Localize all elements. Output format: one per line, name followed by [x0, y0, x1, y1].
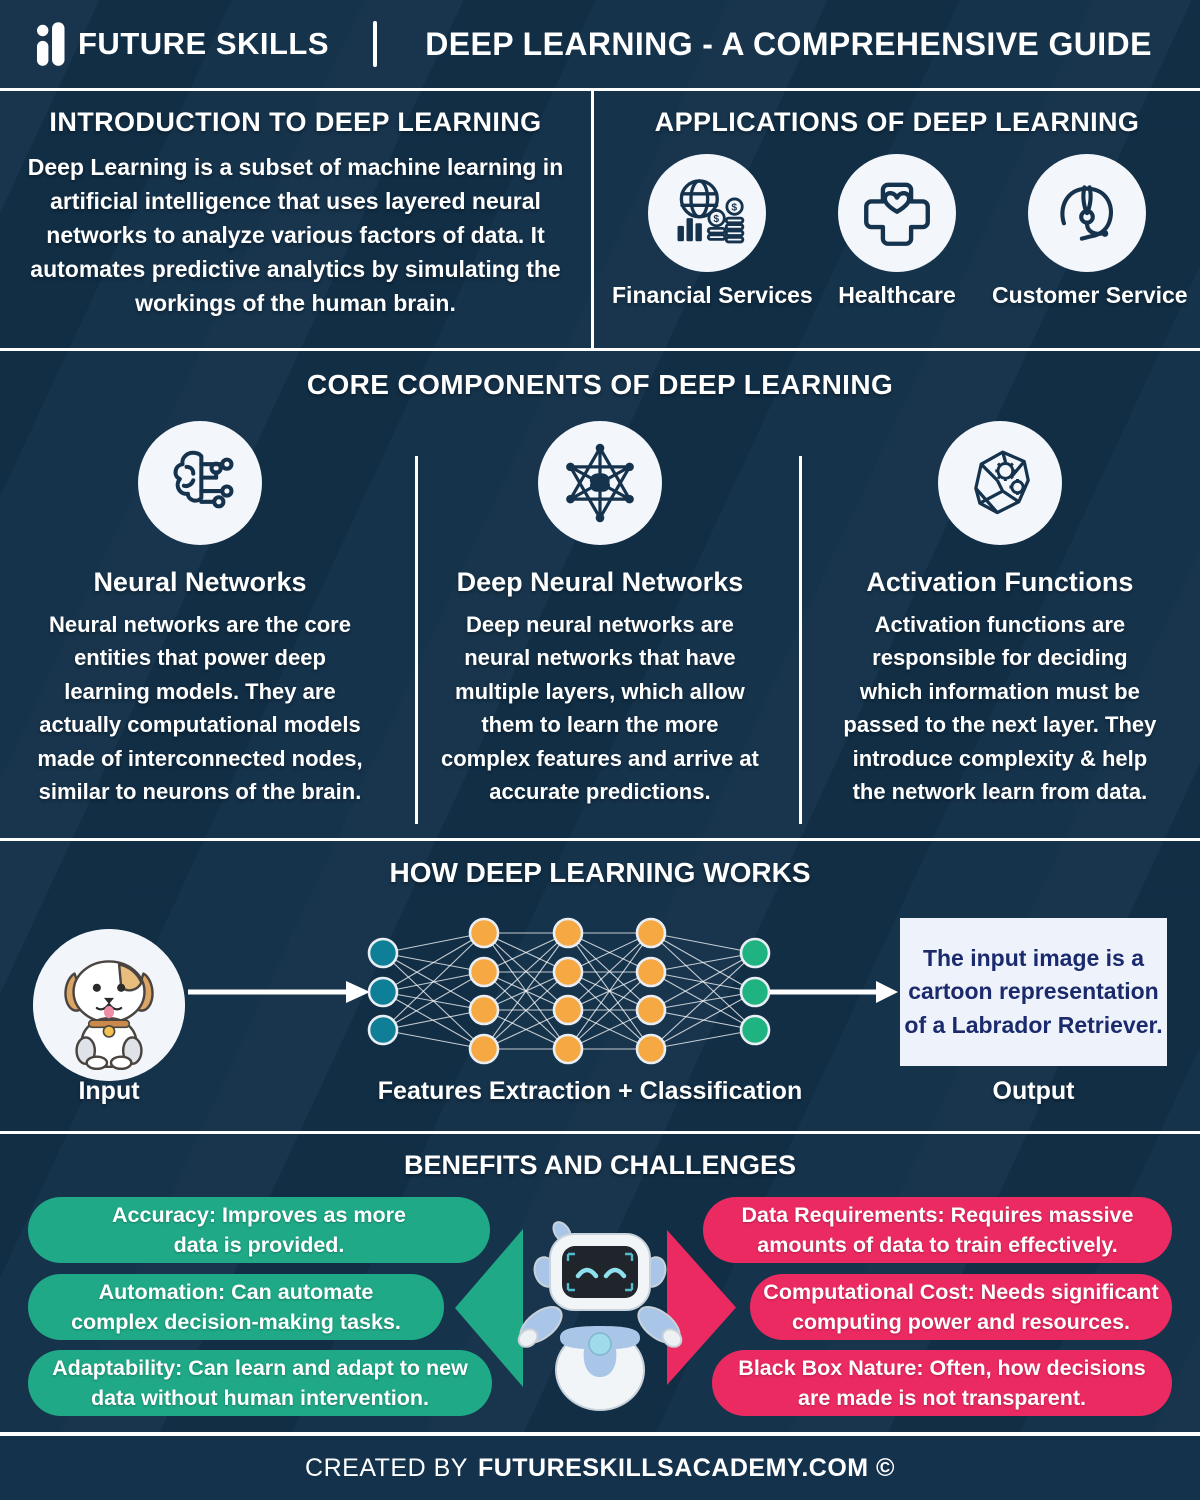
output-box: The input image is a cartoon representat… [900, 918, 1167, 1066]
core-column-activation-functions: Activation Functions Activation function… [800, 421, 1200, 809]
friendly-robot-icon [508, 1220, 692, 1420]
input-label: Input [78, 1077, 140, 1105]
brand-name: FUTURE SKILLS [78, 26, 330, 61]
brain-circuit-icon [137, 421, 262, 545]
application-financial-services: $$ Financial Services [612, 154, 813, 309]
intro-apps-row: INTRODUCTION TO DEEP LEARNING Deep Learn… [0, 91, 1200, 351]
features-label: Features Extraction + Classification [377, 1077, 803, 1105]
brand: FUTURE SKILLS [34, 17, 329, 71]
application-healthcare: Healthcare [802, 154, 992, 309]
benefits-challenges-title: BENEFITS AND CHALLENGES [403, 1150, 796, 1180]
cartoon-puppy-icon [33, 929, 185, 1081]
neural-network-diagram [188, 917, 898, 1065]
column-divider [415, 456, 418, 824]
core-components-section: CORE COMPONENTS OF DEEP LEARNING Neural … [0, 351, 1200, 841]
finance-globe-coins-icon: $$ [648, 154, 766, 272]
intro-panel: INTRODUCTION TO DEEP LEARNING Deep Learn… [0, 91, 594, 348]
brain-gears-icon [937, 421, 1062, 545]
benefit-pill: Automation: Can automate complex decisio… [28, 1274, 444, 1340]
column-divider [799, 456, 802, 824]
benefit-pill: Accuracy: Improves as more data is provi… [28, 1197, 490, 1263]
application-label: Customer Service [992, 282, 1188, 308]
hexagram-network-icon [537, 421, 662, 545]
applications-icons-row: $$ Financial Services Healthcare [604, 154, 1190, 309]
header: FUTURE SKILLS DEEP LEARNING - A COMPREHE… [0, 0, 1200, 91]
benefits-challenges-section: BENEFITS AND CHALLENGES Accuracy: Improv… [0, 1134, 1200, 1432]
applications-panel: APPLICATIONS OF DEEP LEARNING [594, 91, 1200, 348]
intro-body: Deep Learning is a subset of machine lea… [27, 154, 564, 317]
svg-text:$: $ [713, 214, 719, 225]
application-label: Financial Services [612, 282, 813, 308]
how-it-works-section: HOW DEEP LEARNING WORKS [0, 841, 1200, 1134]
header-divider [373, 21, 378, 67]
bar-chart-logo-icon [34, 17, 68, 71]
medical-cross-heart-icon [838, 154, 956, 272]
footer-prefix: CREATED BY [305, 1453, 468, 1482]
core-columns: Neural Networks Neural networks are the … [0, 421, 1200, 809]
core-body: Neural networks are the core entities th… [37, 612, 363, 805]
core-title: CORE COMPONENTS OF DEEP LEARNING [306, 369, 894, 400]
intro-title: INTRODUCTION TO DEEP LEARNING [49, 107, 542, 137]
application-customer-service: Customer Service [992, 154, 1188, 309]
svg-text:$: $ [731, 202, 737, 213]
how-title: HOW DEEP LEARNING WORKS [389, 857, 811, 888]
applications-title: APPLICATIONS OF DEEP LEARNING [654, 107, 1140, 137]
page-title: DEEP LEARNING - A COMPREHENSIVE GUIDE [425, 25, 1152, 62]
challenge-pill: Black Box Nature: Often, how decisions a… [712, 1350, 1172, 1416]
core-heading: Deep Neural Networks [456, 567, 744, 597]
headset-agent-icon [1028, 154, 1146, 272]
core-body: Deep neural networks are neural networks… [440, 612, 759, 805]
application-label: Healthcare [838, 282, 956, 308]
core-body: Activation functions are responsible for… [843, 612, 1157, 805]
challenge-pill: Computational Cost: Needs significant co… [750, 1274, 1172, 1340]
core-heading: Neural Networks [93, 567, 307, 597]
footer-brand: FUTURESKILLSACADEMY.COM © [477, 1453, 895, 1482]
core-column-neural-networks: Neural Networks Neural networks are the … [0, 421, 400, 809]
core-heading: Activation Functions [866, 567, 1134, 597]
footer: CREATED BY FUTURESKILLSACADEMY.COM © [0, 1432, 1200, 1500]
output-label: Output [992, 1077, 1075, 1105]
challenge-pill: Data Requirements: Requires massive amou… [703, 1197, 1172, 1263]
core-column-deep-neural-networks: Deep Neural Networks Deep neural network… [400, 421, 800, 809]
benefit-pill: Adaptability: Can learn and adapt to new… [28, 1350, 492, 1416]
